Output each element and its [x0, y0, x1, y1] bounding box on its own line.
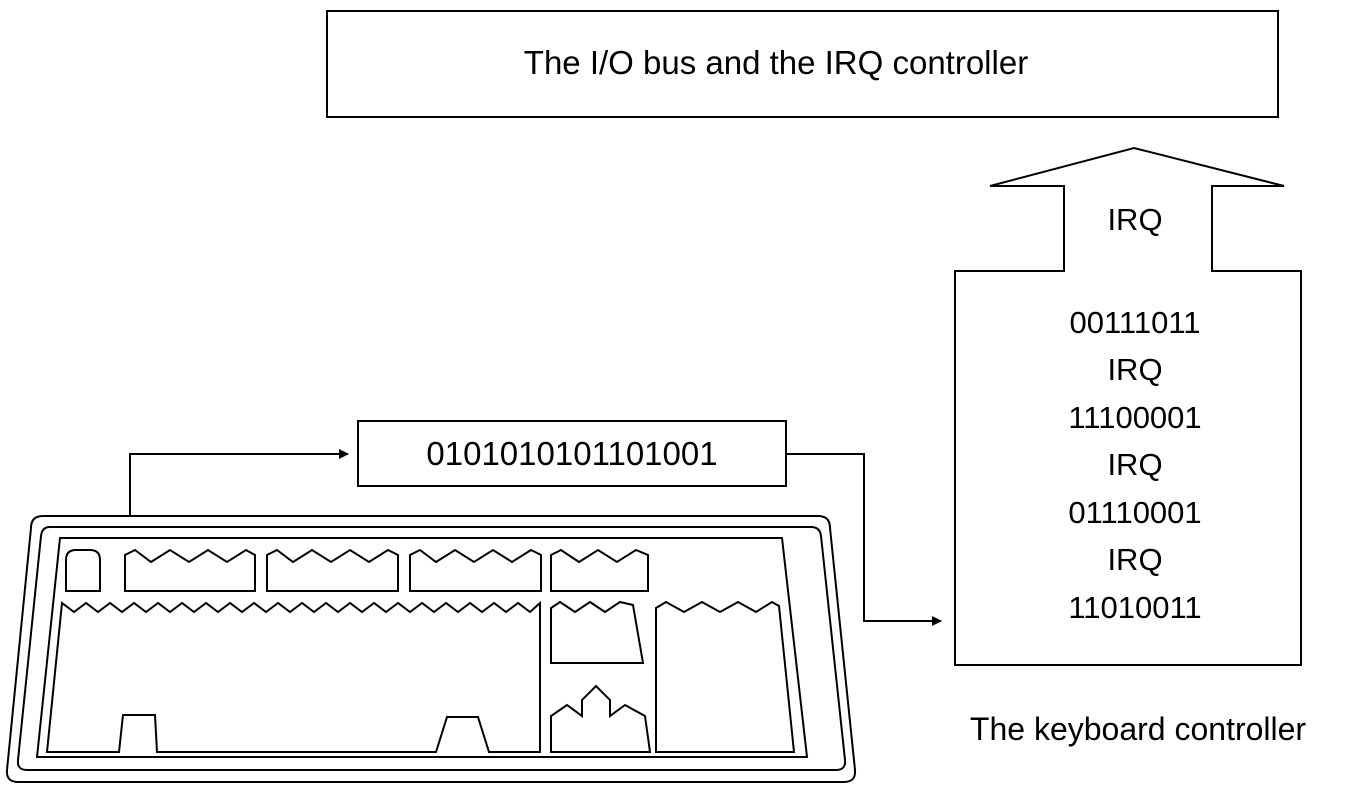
buffer-line: IRQ	[1107, 447, 1162, 482]
keyboard-key-area	[35, 537, 809, 758]
arrow-keys	[550, 684, 652, 753]
function-keys-f5-f8	[266, 548, 399, 592]
keyboard-illustration	[5, 515, 857, 783]
navigation-keys	[550, 600, 645, 664]
escape-key	[65, 549, 101, 592]
function-keys-extra	[550, 548, 649, 592]
keyboard-controller: IRQ 00111011 IRQ 11100001 IRQ 01110001 I…	[954, 146, 1307, 747]
keyboard-outer-case	[5, 515, 857, 783]
buffer-line: 11100001	[1068, 400, 1201, 435]
serial-bits: 0101010101101001	[426, 435, 717, 472]
function-keys-f9-f12	[409, 548, 542, 592]
io-bus-label: The I/O bus and the IRQ controller	[524, 44, 1028, 81]
buffer-line: 01110001	[1068, 495, 1201, 530]
numeric-keypad	[655, 600, 796, 753]
buffer-line: IRQ	[1107, 352, 1162, 387]
buffer-line: 00111011	[1069, 305, 1200, 340]
keyboard-to-serial-arrow	[129, 449, 349, 516]
serial-data-box: 0101010101101001	[357, 420, 787, 487]
buffer-line: IRQ	[1107, 542, 1162, 577]
irq-arrow-label: IRQ	[1107, 202, 1162, 237]
main-key-block	[45, 600, 541, 753]
keyboard-bezel	[16, 526, 847, 771]
buffer-line: 11010011	[1068, 590, 1201, 625]
io-bus-box: The I/O bus and the IRQ controller	[326, 10, 1279, 118]
controller-caption: The keyboard controller	[970, 711, 1307, 747]
function-keys-f1-f4	[124, 548, 256, 592]
controller-outline	[954, 146, 1302, 666]
serial-to-controller-arrow	[786, 453, 942, 626]
